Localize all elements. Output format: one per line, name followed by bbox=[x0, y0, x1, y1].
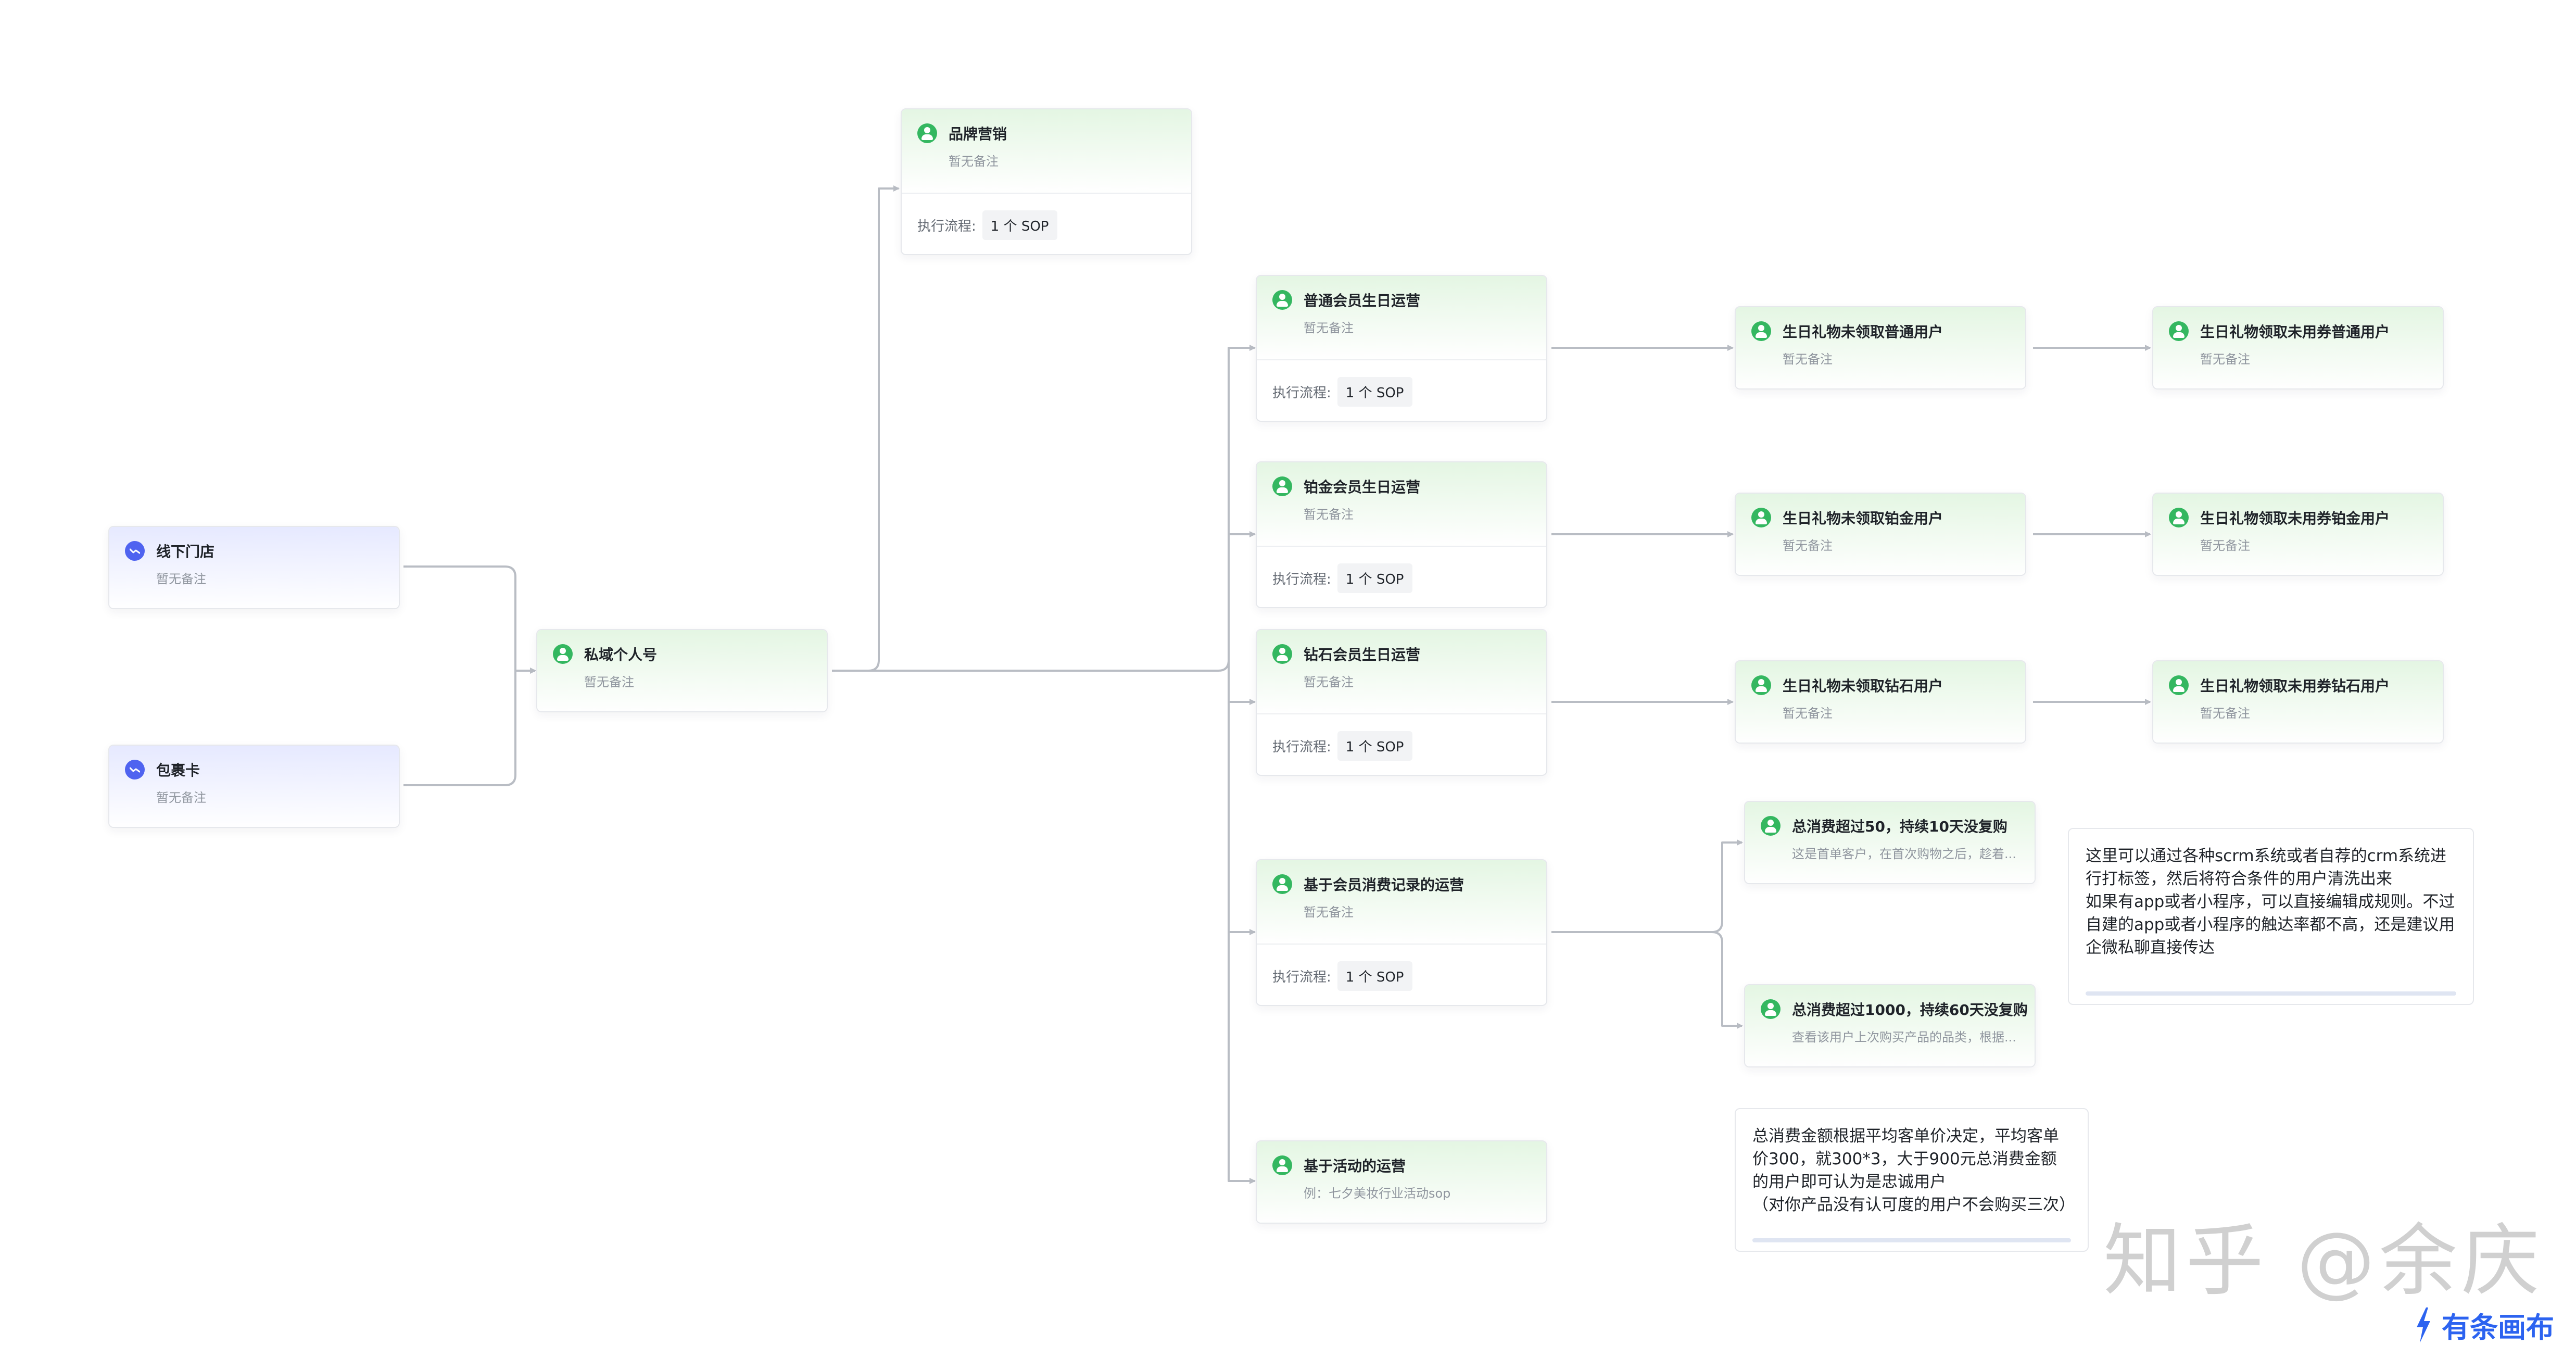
node-title: 总消费超过1000，持续60天没复购 bbox=[1792, 1001, 2028, 1019]
node-note: 暂无备注 bbox=[584, 675, 634, 689]
node-note: 暂无备注 bbox=[2200, 538, 2250, 553]
user-icon bbox=[1751, 321, 1771, 341]
node-gift-unused-platinum[interactable]: 生日礼物领取未用券铂金用户 暂无备注 bbox=[2152, 493, 2444, 576]
user-icon bbox=[1761, 999, 1781, 1019]
node-note: 例：七夕美妆行业活动sop bbox=[1304, 1186, 1451, 1201]
node-title: 生日礼物领取未用券钻石用户 bbox=[2200, 677, 2390, 695]
sop-count-badge[interactable]: 1 个 SOP bbox=[1337, 731, 1412, 761]
user-icon bbox=[553, 644, 573, 664]
node-title: 总消费超过50，持续10天没复购 bbox=[1792, 818, 2007, 835]
user-icon bbox=[1761, 816, 1781, 836]
node-title: 生日礼物领取未用券普通用户 bbox=[2200, 323, 2390, 341]
node-note: 这是首单客户，在首次购物之后，趁着... bbox=[1792, 847, 2016, 861]
user-icon bbox=[1272, 874, 1292, 894]
node-title: 生日礼物未领取普通用户 bbox=[1783, 323, 1943, 341]
node-brand-marketing[interactable]: 品牌营销 暂无备注 执行流程: 1 个 SOP bbox=[901, 108, 1192, 255]
node-title: 钻石会员生日运营 bbox=[1304, 646, 1421, 663]
node-title: 品牌营销 bbox=[949, 125, 1007, 143]
sop-count-badge[interactable]: 1 个 SOP bbox=[982, 210, 1057, 240]
node-regular-birthday[interactable]: 普通会员生日运营 暂无备注 执行流程: 1 个 SOP bbox=[1256, 275, 1547, 422]
node-title: 包裹卡 bbox=[156, 762, 200, 779]
node-note: 暂无备注 bbox=[949, 154, 999, 169]
node-platinum-birthday[interactable]: 铂金会员生日运营 暂无备注 执行流程: 1 个 SOP bbox=[1256, 461, 1547, 608]
node-spend-over-50[interactable]: 总消费超过50，持续10天没复购 这是首单客户，在首次购物之后，趁着... bbox=[1744, 801, 2036, 884]
flow-label: 执行流程: bbox=[1272, 739, 1331, 755]
node-private-account[interactable]: 私域个人号 暂无备注 bbox=[536, 629, 828, 712]
node-gift-unused-diamond[interactable]: 生日礼物领取未用券钻石用户 暂无备注 bbox=[2152, 660, 2444, 744]
user-icon bbox=[1751, 675, 1771, 695]
note-spend[interactable]: 总消费金额根据平均客单价决定，平均客单价300，就300*3，大于900元总消费… bbox=[1735, 1108, 2089, 1252]
node-note: 暂无备注 bbox=[156, 790, 206, 805]
flow-label: 执行流程: bbox=[1272, 969, 1331, 985]
note-text: 总消费金额根据平均客单价决定，平均客单价300，就300*3，大于900元总消费… bbox=[1752, 1127, 2075, 1214]
flow-label: 执行流程: bbox=[1272, 385, 1331, 401]
edge-private-to-regular bbox=[832, 345, 1256, 672]
node-note: 查看该用户上次购买产品的品类，根据... bbox=[1792, 1030, 2016, 1045]
channel-icon bbox=[125, 760, 145, 779]
node-activity-ops[interactable]: 基于活动的运营 例：七夕美妆行业活动sop bbox=[1256, 1140, 1547, 1224]
node-spend-over-1000[interactable]: 总消费超过1000，持续60天没复购 查看该用户上次购买产品的品类，根据... bbox=[1744, 984, 2036, 1067]
node-note: 暂无备注 bbox=[1783, 706, 1833, 721]
user-icon bbox=[1272, 476, 1292, 496]
edge-offline-to-private bbox=[403, 565, 536, 674]
node-title: 基于会员消费记录的运营 bbox=[1304, 876, 1464, 894]
node-note: 暂无备注 bbox=[1783, 538, 1833, 553]
user-icon bbox=[2169, 321, 2189, 341]
user-icon bbox=[1272, 290, 1292, 310]
node-title: 生日礼物领取未用券铂金用户 bbox=[2200, 510, 2390, 527]
node-title: 铂金会员生日运营 bbox=[1304, 479, 1421, 496]
flow-label: 执行流程: bbox=[1272, 571, 1331, 587]
brand-name: 有条画布 bbox=[2442, 1311, 2554, 1344]
node-note: 暂无备注 bbox=[1783, 352, 1833, 367]
sop-count-badge[interactable]: 1 个 SOP bbox=[1337, 376, 1412, 407]
sop-count-badge[interactable]: 1 个 SOP bbox=[1337, 563, 1412, 593]
brand-logo: 有条画布 bbox=[2415, 1304, 2554, 1346]
node-title: 线下门店 bbox=[156, 543, 215, 560]
node-note: 暂无备注 bbox=[2200, 352, 2250, 367]
node-note: 暂无备注 bbox=[2200, 706, 2250, 721]
edge-consumption-to-50 bbox=[1551, 839, 1743, 933]
watermark: 知乎 @余庆 bbox=[2103, 1216, 2544, 1306]
sop-count-badge[interactable]: 1 个 SOP bbox=[1337, 961, 1412, 991]
note-crm[interactable]: 这里可以通过各种scrm系统或者自荐的crm系统进行打标签，然后将符合条件的用户… bbox=[2068, 828, 2474, 1005]
note-scrollbar[interactable] bbox=[1752, 1238, 2071, 1242]
node-note: 暂无备注 bbox=[156, 572, 206, 586]
node-consumption-ops[interactable]: 基于会员消费记录的运营 暂无备注 执行流程: 1 个 SOP bbox=[1256, 859, 1547, 1006]
edge-consumption-to-1000 bbox=[1711, 931, 1743, 1029]
node-gift-unclaimed-platinum[interactable]: 生日礼物未领取铂金用户 暂无备注 bbox=[1735, 493, 2026, 576]
lightning-icon bbox=[2417, 1307, 2430, 1343]
user-icon bbox=[917, 123, 937, 143]
user-icon bbox=[1751, 508, 1771, 527]
user-icon bbox=[1272, 1155, 1292, 1175]
user-icon bbox=[2169, 675, 2189, 695]
node-note: 暂无备注 bbox=[1304, 321, 1354, 335]
edge-private-to-diamond bbox=[1228, 671, 1256, 705]
node-note: 暂无备注 bbox=[1304, 905, 1354, 920]
node-offline-store[interactable]: 线下门店 暂无备注 bbox=[108, 526, 400, 609]
node-title: 基于活动的运营 bbox=[1304, 1158, 1406, 1175]
node-gift-unused-regular[interactable]: 生日礼物领取未用券普通用户 暂无备注 bbox=[2152, 306, 2444, 389]
edge-private-to-consumption bbox=[1228, 671, 1256, 935]
node-title: 生日礼物未领取铂金用户 bbox=[1783, 510, 1943, 527]
node-title: 私域个人号 bbox=[584, 646, 658, 663]
node-package-card[interactable]: 包裹卡 暂无备注 bbox=[108, 745, 400, 828]
channel-icon bbox=[125, 541, 145, 561]
note-text: 这里可以通过各种scrm系统或者自荐的crm系统进行打标签，然后将符合条件的用户… bbox=[2086, 847, 2455, 957]
edge-private-to-brand bbox=[832, 185, 900, 672]
node-title: 普通会员生日运营 bbox=[1304, 292, 1421, 309]
edge-private-to-activity bbox=[1228, 671, 1256, 1184]
node-diamond-birthday[interactable]: 钻石会员生日运营 暂无备注 执行流程: 1 个 SOP bbox=[1256, 629, 1547, 776]
node-title: 生日礼物未领取钻石用户 bbox=[1783, 677, 1943, 695]
user-icon bbox=[1272, 644, 1292, 664]
node-gift-unclaimed-regular[interactable]: 生日礼物未领取普通用户 暂无备注 bbox=[1735, 306, 2026, 389]
edge-private-to-platinum bbox=[1228, 531, 1256, 671]
edge-package-to-private bbox=[403, 668, 536, 786]
node-note: 暂无备注 bbox=[1304, 675, 1354, 689]
note-scrollbar[interactable] bbox=[2086, 991, 2456, 996]
flow-label: 执行流程: bbox=[917, 218, 976, 234]
node-note: 暂无备注 bbox=[1304, 507, 1354, 522]
node-gift-unclaimed-diamond[interactable]: 生日礼物未领取钻石用户 暂无备注 bbox=[1735, 660, 2026, 744]
user-icon bbox=[2169, 508, 2189, 527]
